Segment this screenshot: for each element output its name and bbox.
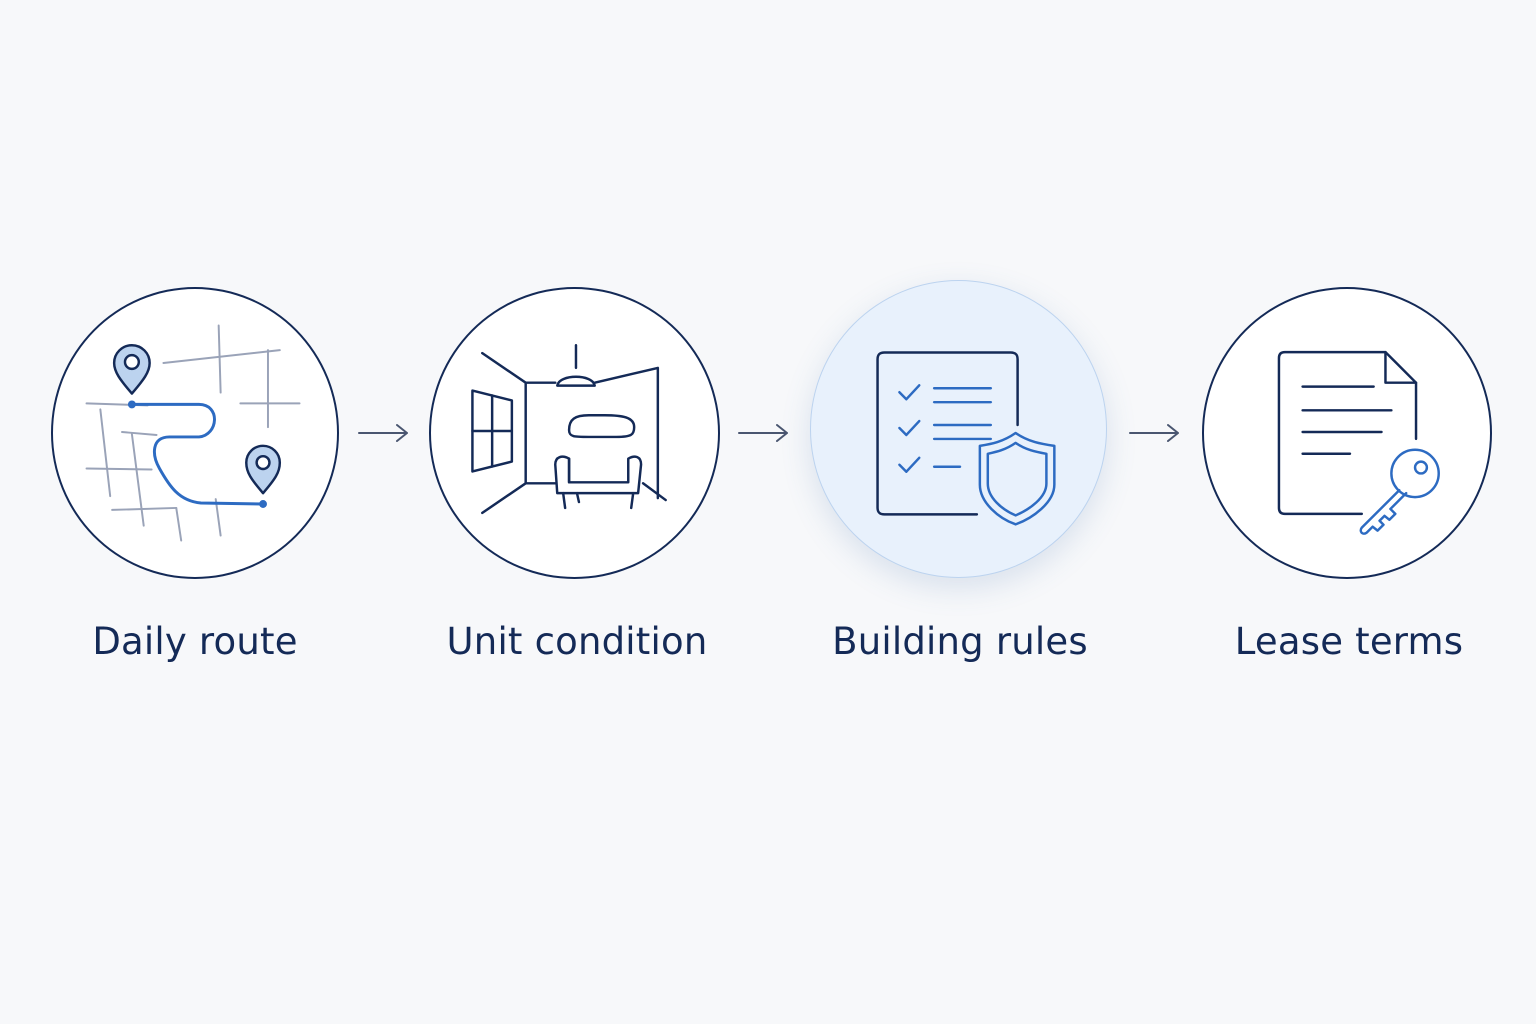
room-armchair-icon [471,343,667,515]
step-label-unit-condition: Unit condition [446,620,708,663]
lease-terms-circle [1202,287,1492,579]
arrow-right-icon [1128,423,1182,443]
document-key-icon [1277,350,1440,535]
daily-route-circle [51,287,339,579]
route-map-icon [85,324,301,542]
step-label-daily-route: Daily route [92,620,298,663]
building-rules-circle [810,280,1107,578]
unit-condition-circle [429,287,720,579]
arrow-right-icon [357,423,411,443]
step-label-building-rules: Building rules [832,620,1088,663]
step-label-lease-terms: Lease terms [1234,620,1464,663]
arrow-right-icon [737,423,791,443]
checklist-shield-icon [876,351,1056,526]
